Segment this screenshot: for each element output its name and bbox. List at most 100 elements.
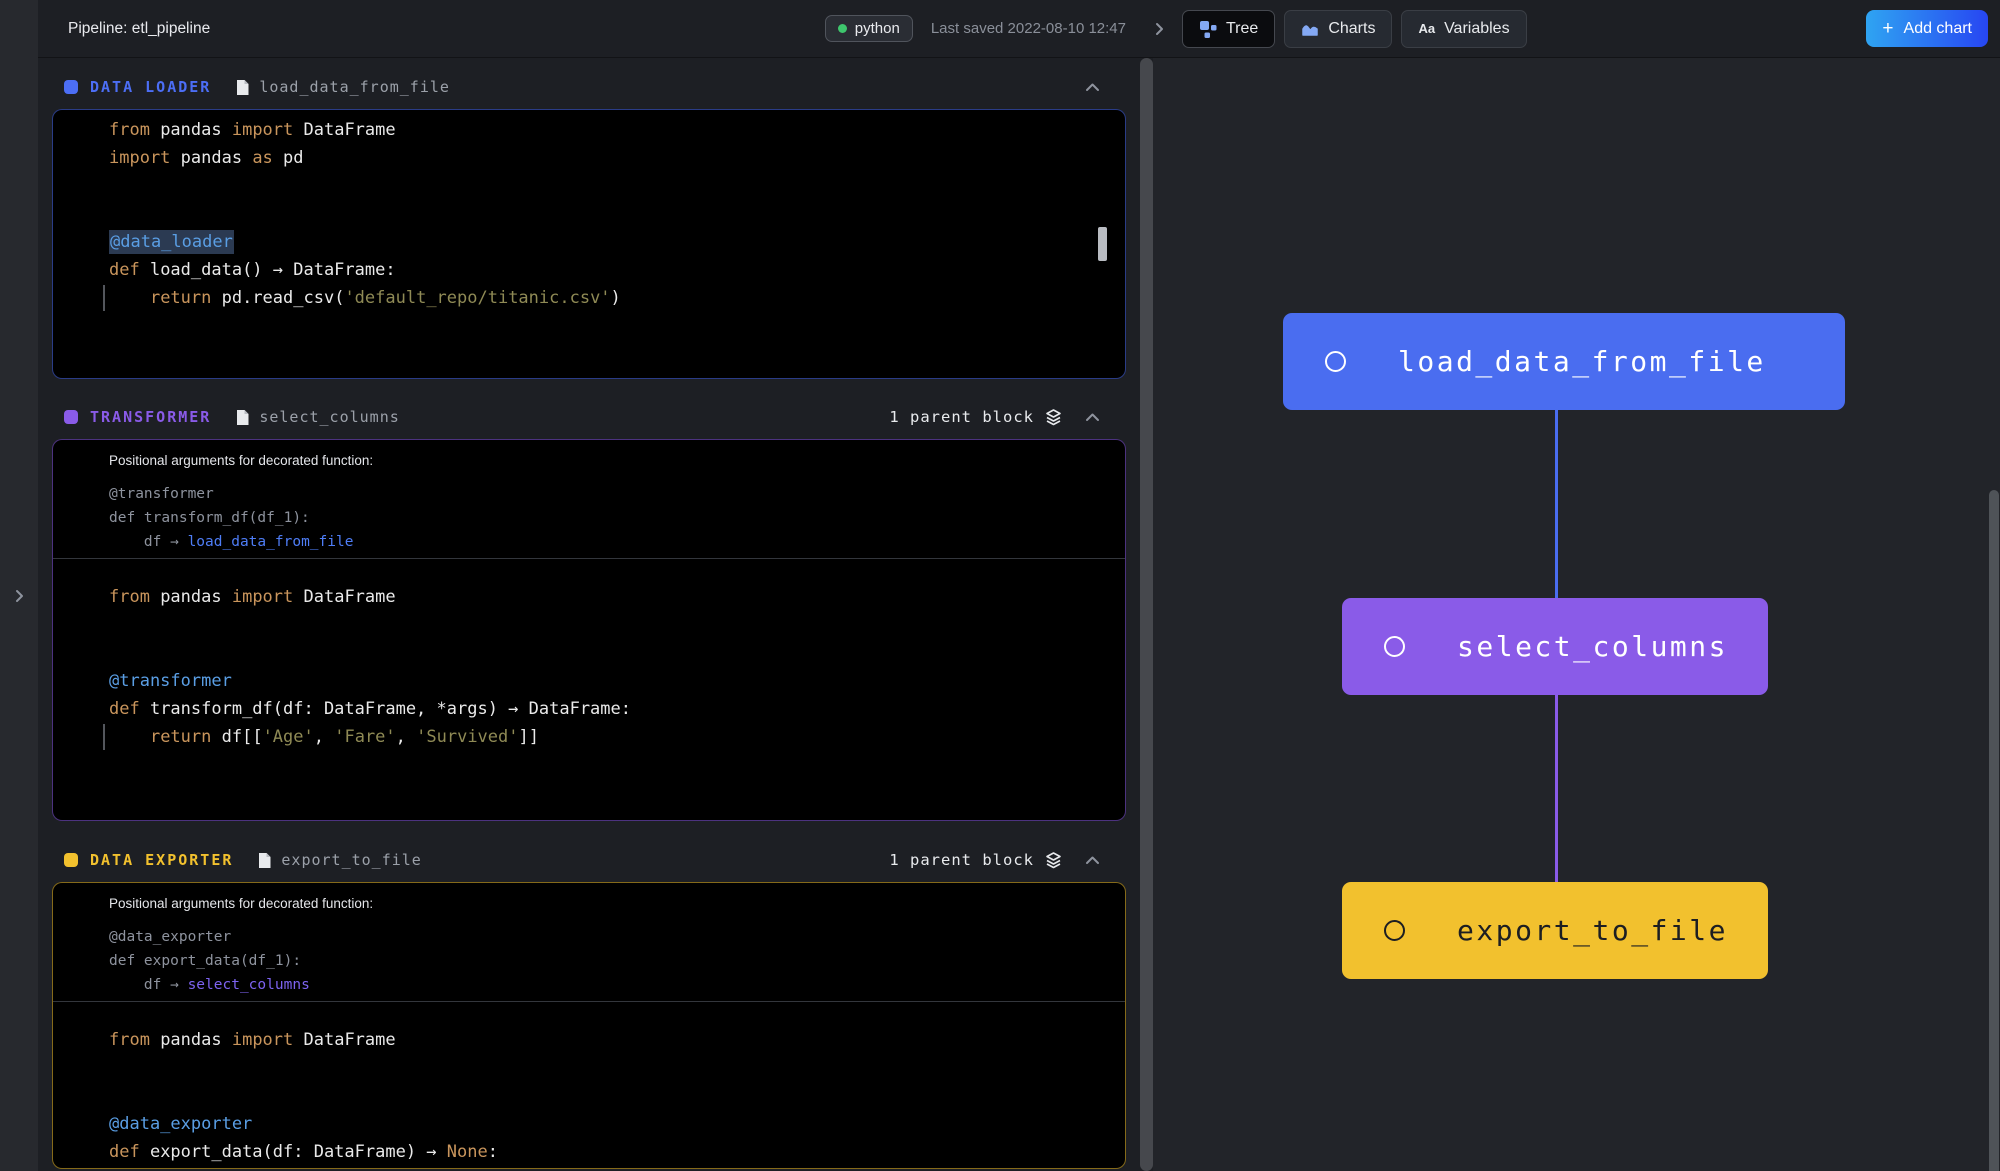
parent-block-count[interactable]: 1 parent block: [889, 408, 1034, 426]
block-filename: export_to_file: [281, 851, 422, 869]
block-transformer: TRANSFORMER select_columns 1 parent bloc…: [52, 403, 1126, 821]
collapse-block-button[interactable]: [1085, 412, 1100, 422]
code-line: [109, 751, 1125, 779]
code-block-container: Positional arguments for decorated funct…: [52, 439, 1126, 821]
top-bar-left: Pipeline: etl_pipeline python Last saved…: [38, 15, 1140, 42]
block-type-label: DATA LOADER: [90, 78, 212, 96]
layers-icon[interactable]: [1044, 408, 1063, 427]
code-editor[interactable]: from pandas import DataFrame @data_expor…: [53, 1002, 1125, 1166]
top-bar-right: Tree Charts Aa Variables +: [1140, 9, 2000, 48]
collapse-block-button[interactable]: [1085, 82, 1100, 92]
editor-scrollbar-thumb[interactable]: [1098, 227, 1107, 261]
panel-divider-scrollbar[interactable]: [1140, 58, 1153, 1171]
tree-node-select-columns[interactable]: select_columns: [1342, 598, 1768, 695]
block-data-loader: DATA LOADER load_data_from_file from pan…: [52, 73, 1126, 379]
block-header[interactable]: DATA EXPORTER export_to_file 1 parent bl…: [52, 846, 1126, 874]
code-line: return df[['Age', 'Fare', 'Survived']]: [103, 723, 1125, 751]
code-line: [109, 340, 1125, 368]
variables-icon: Aa: [1418, 21, 1436, 36]
code-line: @data_exporter: [109, 929, 232, 945]
chevron-up-icon: [1086, 83, 1099, 91]
node-status-icon: [1325, 351, 1346, 372]
panel-collapse-button[interactable]: [1152, 22, 1166, 36]
info-title: Positional arguments for decorated funct…: [109, 896, 374, 911]
plus-icon: +: [1882, 18, 1894, 39]
code-editor[interactable]: from pandas import DataFrame import panda…: [53, 110, 1125, 368]
tree-node-load-data-from-file[interactable]: load_data_from_file: [1283, 313, 1845, 410]
block-header[interactable]: DATA LOADER load_data_from_file: [52, 73, 1126, 101]
sidebar-expand-button[interactable]: [12, 20, 26, 1171]
tree-icon: [1200, 20, 1217, 38]
code-editor[interactable]: from pandas import DataFrame @transforme…: [53, 559, 1125, 807]
panel-tabs: Tree Charts Aa Variables: [1182, 9, 1527, 48]
code-line: [109, 779, 1125, 807]
block-filename: select_columns: [259, 408, 400, 426]
decorator-info-section: Positional arguments for decorated funct…: [53, 440, 1125, 558]
chevron-up-icon: [1086, 856, 1099, 864]
code-line: from pandas import DataFrame: [109, 1030, 396, 1050]
block-filename: load_data_from_file: [259, 78, 450, 96]
tab-tree-label: Tree: [1226, 19, 1259, 37]
node-label: export_to_file: [1457, 914, 1729, 947]
code-line: df → select_columns: [109, 977, 310, 993]
code-line: [109, 1054, 1125, 1082]
language-badge-label: python: [854, 20, 900, 37]
block-header[interactable]: TRANSFORMER select_columns 1 parent bloc…: [52, 403, 1126, 431]
divider: [53, 1001, 1125, 1002]
code-line: @data_loader: [109, 230, 234, 254]
block-type-label: DATA EXPORTER: [90, 851, 234, 869]
pipeline-editor: DATA LOADER load_data_from_file from pan…: [38, 58, 1140, 1171]
chart-icon: [1302, 24, 1319, 36]
code-line: [109, 639, 1125, 667]
tab-variables[interactable]: Aa Variables: [1401, 9, 1527, 48]
pipeline-title: Pipeline: etl_pipeline: [68, 19, 211, 37]
chevron-right-icon: [16, 589, 23, 602]
decorator-info-section: Positional arguments for decorated funct…: [53, 883, 1125, 1001]
collapse-block-button[interactable]: [1085, 855, 1100, 865]
parent-block-count[interactable]: 1 parent block: [889, 851, 1034, 869]
node-label: load_data_from_file: [1398, 345, 1766, 378]
node-status-icon: [1384, 920, 1405, 941]
status-dot-icon: [837, 24, 847, 33]
code-line: def load_data() → DataFrame:: [109, 260, 396, 280]
code-line: @data_exporter: [109, 1114, 253, 1134]
code-block-container: Positional arguments for decorated funct…: [52, 882, 1126, 1169]
block-type-label: TRANSFORMER: [90, 408, 212, 426]
add-chart-button[interactable]: + Add chart: [1866, 10, 1988, 47]
code-line: df → load_data_from_file: [109, 534, 354, 550]
edge-loader-to-transformer: [1555, 410, 1558, 598]
node-label: select_columns: [1457, 630, 1729, 663]
code-line: from pandas import DataFrame: [109, 120, 396, 140]
tab-tree[interactable]: Tree: [1182, 9, 1276, 48]
code-line: [109, 200, 1125, 228]
code-line: [109, 312, 1125, 340]
code-line: def export_data(df: DataFrame) → None:: [109, 1142, 498, 1162]
code-line: def transform_df(df: DataFrame, *args) →…: [109, 699, 631, 719]
language-badge[interactable]: python: [824, 15, 913, 42]
add-chart-label: Add chart: [1903, 19, 1972, 37]
canvas-scrollbar-thumb[interactable]: [1989, 490, 1999, 1171]
code-block-container: from pandas import DataFrame import panda…: [52, 109, 1126, 379]
tab-variables-label: Variables: [1444, 19, 1510, 37]
dependency-tree-canvas[interactable]: load_data_from_file select_columns expor…: [1153, 58, 2000, 1171]
edge-transformer-to-exporter: [1555, 695, 1558, 882]
top-bar: Pipeline: etl_pipeline python Last saved…: [38, 0, 2000, 58]
code-line: [109, 1082, 1125, 1110]
chevron-right-icon: [1156, 22, 1163, 35]
code-line: @transformer: [109, 671, 232, 691]
tree-node-export-to-file[interactable]: export_to_file: [1342, 882, 1768, 979]
divider: [53, 558, 1125, 559]
chevron-up-icon: [1086, 413, 1099, 421]
node-status-icon: [1384, 636, 1405, 657]
code-line: [109, 611, 1125, 639]
code-line: from pandas import DataFrame: [109, 587, 396, 607]
file-icon: [257, 852, 272, 869]
block-data-exporter: DATA EXPORTER export_to_file 1 parent bl…: [52, 846, 1126, 1169]
tab-charts[interactable]: Charts: [1284, 9, 1393, 48]
code-line: @transformer: [109, 486, 214, 502]
layers-icon[interactable]: [1044, 851, 1063, 870]
last-saved-text: Last saved 2022-08-10 12:47: [930, 20, 1126, 37]
code-line: import pandas as pd: [109, 148, 304, 168]
